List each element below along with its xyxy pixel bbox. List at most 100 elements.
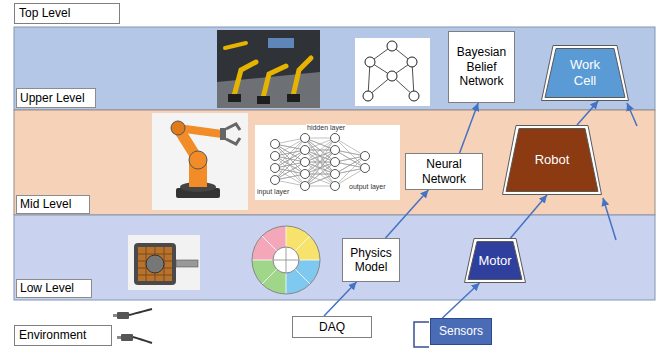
connector-body (121, 334, 133, 341)
network-weights (275, 138, 365, 186)
neuron (331, 182, 340, 191)
flow-arrow (511, 195, 548, 238)
layer-label: output layer (348, 183, 387, 191)
photo-base (228, 94, 241, 102)
input-arrow (627, 103, 637, 126)
method-box: Neural Network (405, 153, 483, 190)
flow-arrow (386, 190, 429, 238)
node-text: Physics Model (347, 246, 395, 275)
neuron (271, 164, 280, 173)
neuron (331, 170, 340, 179)
level-band: Upper Level Bayesian Belief Network Work C… (14, 27, 655, 110)
wheel-dividers (252, 226, 320, 294)
trapezoid-frame (503, 126, 602, 195)
level-label: Mid Level (16, 195, 90, 214)
connector-tip (117, 336, 121, 339)
neuron (271, 176, 280, 185)
input-arrow (603, 198, 616, 240)
neural-network-figure (255, 125, 400, 200)
node-text: Motor (478, 253, 512, 269)
mid-band-fill (14, 110, 655, 215)
flow-arrow (577, 101, 598, 125)
connector-body (117, 312, 129, 319)
photo-machine (268, 38, 294, 48)
sensor-bracket (414, 322, 429, 347)
system-trapezoid: Robot (502, 125, 602, 195)
graph-node (387, 71, 397, 81)
layer-label: hidden layer (306, 124, 346, 132)
figure-ground (152, 113, 248, 210)
neuron (271, 140, 280, 149)
sensor-cable (133, 337, 152, 343)
trapezoid-frame (542, 46, 629, 101)
photo-robot (234, 62, 256, 96)
arm-gripper (226, 124, 240, 144)
neuron (301, 170, 310, 179)
upper-band-fill (14, 27, 655, 110)
neuron (301, 146, 310, 155)
method-box: Bayesian Belief Network (448, 31, 515, 103)
node-text: DAQ (297, 320, 367, 334)
graph-node (363, 91, 373, 101)
network-neurons (271, 134, 370, 191)
factory-photo (217, 30, 320, 108)
graph-node (365, 57, 375, 67)
sensor-cable (129, 309, 152, 315)
sensor-box: Sensors (430, 318, 492, 345)
figure-ground (355, 38, 430, 106)
neuron (301, 182, 310, 191)
level-band: Low Level Physics Model Motor (14, 215, 655, 300)
node-text: Neural Network (410, 157, 478, 186)
figure-ground (255, 125, 400, 200)
node-text: Top Level (19, 6, 115, 20)
trapezoid-frame (465, 239, 526, 283)
node-text: Environment (19, 328, 107, 342)
motor-housing (134, 243, 176, 285)
motor-shaft (176, 260, 198, 267)
photo-robot (263, 66, 286, 98)
photo-ground (217, 30, 320, 108)
ohms-law-wheel (252, 226, 320, 294)
node-text: Work Cell (557, 57, 613, 88)
node-text: Bayesian Belief Network (453, 45, 510, 88)
photo-base (287, 94, 300, 102)
method-box: DAQ (292, 316, 372, 338)
level-label: Low Level (16, 279, 92, 298)
connector-tip (113, 314, 117, 317)
level-tag: Top Level (14, 3, 120, 24)
neuron (331, 158, 340, 167)
node-text: Sensors (435, 324, 487, 338)
low-band-fill (14, 215, 655, 300)
level-tag: Environment (14, 325, 112, 346)
system-trapezoid: Work Cell (541, 45, 629, 101)
system-trapezoid: Motor (464, 238, 526, 283)
neuron (301, 158, 310, 167)
bayesian-graph-figure (355, 38, 430, 106)
neuron (331, 134, 340, 143)
neuron (331, 146, 340, 155)
method-box: Physics Model (342, 238, 400, 282)
winding-lines (138, 247, 172, 281)
graph-node (409, 91, 419, 101)
wheel-rim (252, 226, 320, 294)
neuron (271, 152, 280, 161)
node-text: Robot (520, 152, 584, 168)
level-label: Upper Level (16, 88, 96, 108)
arm-wrist (220, 128, 226, 140)
flow-arrow (324, 282, 357, 316)
layer-label: input layer (256, 188, 290, 196)
motor-photo (128, 235, 200, 290)
arm-joint (189, 151, 207, 169)
trapezoid-fill (506, 129, 598, 192)
flow-arrow (442, 283, 479, 318)
neuron (361, 152, 370, 161)
graph-node (407, 57, 417, 67)
wheel-hub-cross (273, 247, 299, 273)
photo-ground (128, 235, 200, 290)
flow-arrow (460, 103, 479, 153)
graph-node (387, 41, 397, 51)
motor-rotor (146, 255, 164, 273)
trapezoid-fill (545, 49, 625, 98)
